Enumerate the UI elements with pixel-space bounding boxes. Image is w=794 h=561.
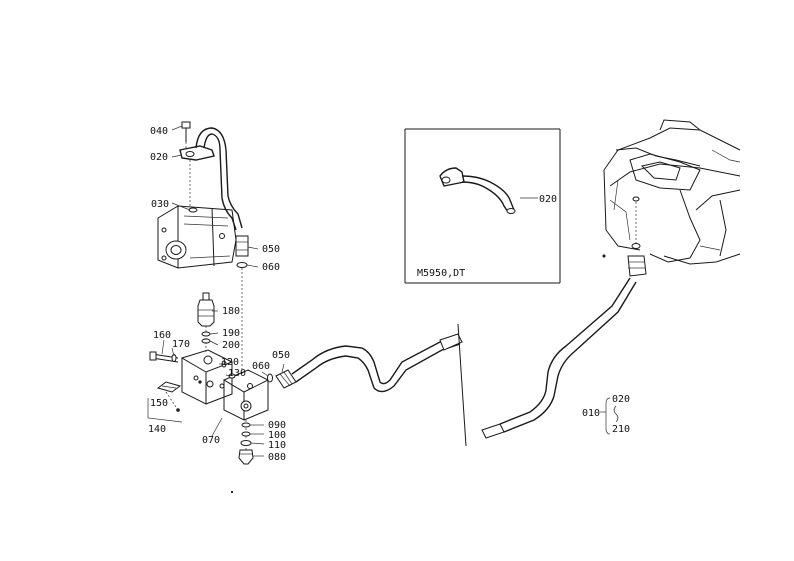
inset-pipe-020: [439, 167, 516, 214]
callout-090: 090: [268, 420, 286, 431]
callout-050-upper: 050: [262, 244, 280, 255]
callout-110: 110: [268, 440, 286, 451]
callout-050-lower: 050: [272, 350, 290, 361]
callout-080: 080: [268, 452, 286, 463]
callout-040: 040: [150, 126, 168, 137]
callout-030: 030: [151, 199, 169, 210]
oring-090: [241, 422, 251, 428]
hydraulic-pump: [157, 205, 237, 269]
bolt-160: [149, 351, 179, 363]
callout-120: 120: [221, 357, 239, 368]
hydraulic-tank: [603, 119, 741, 265]
fitting-050-upper: [235, 235, 249, 268]
relief-valve-180: [197, 292, 215, 352]
assembly-id: 010: [582, 408, 600, 419]
callout-150: 150: [150, 398, 168, 409]
callout-070: 070: [202, 435, 220, 446]
stray-dot: [602, 254, 606, 258]
callout-160: 160: [153, 330, 171, 341]
pipe-upper-fitting: [627, 255, 647, 277]
assembly-from: 020: [612, 394, 630, 405]
main-pipe: [291, 255, 647, 447]
assembly-legend: 010 020 210: [582, 394, 630, 435]
callout-170: 170: [172, 339, 190, 350]
callout-060-lower: 060: [252, 361, 270, 372]
bolt-040: [181, 121, 191, 150]
lower-fitting-stack: [238, 420, 254, 465]
oring-060-lower: [267, 373, 273, 383]
callout-140: 140: [148, 424, 166, 435]
leader-lines: [161, 125, 285, 457]
callout-180: 180: [222, 306, 240, 317]
bracket-140: [147, 398, 183, 423]
callout-labels: 040 020 030 050 060 180 160 170 190 200 …: [148, 126, 290, 463]
pump-pipe-020: [179, 127, 243, 231]
assembly-brace: [605, 397, 611, 435]
callout-100: 100: [268, 430, 286, 441]
washer-100: [241, 431, 251, 437]
washer-110: [240, 440, 252, 446]
oring-030: [188, 207, 198, 213]
fitting-050-lower: [275, 369, 297, 389]
inset-callout-020: 020: [539, 194, 557, 205]
callout-190: 190: [222, 328, 240, 339]
callout-020: 020: [150, 152, 168, 163]
plug-150: [156, 381, 182, 412]
inset-panel: 020 M5950,DT: [404, 128, 561, 284]
stray-dot: [230, 490, 234, 494]
plug-080: [238, 449, 254, 465]
callout-200: 200: [222, 340, 240, 351]
assembly-to: 210: [612, 424, 630, 435]
callout-130: 130: [228, 368, 246, 379]
pipe-break-line: [457, 323, 467, 447]
callout-060-upper: 060: [262, 262, 280, 273]
inset-model-label: M5950,DT: [417, 268, 465, 279]
